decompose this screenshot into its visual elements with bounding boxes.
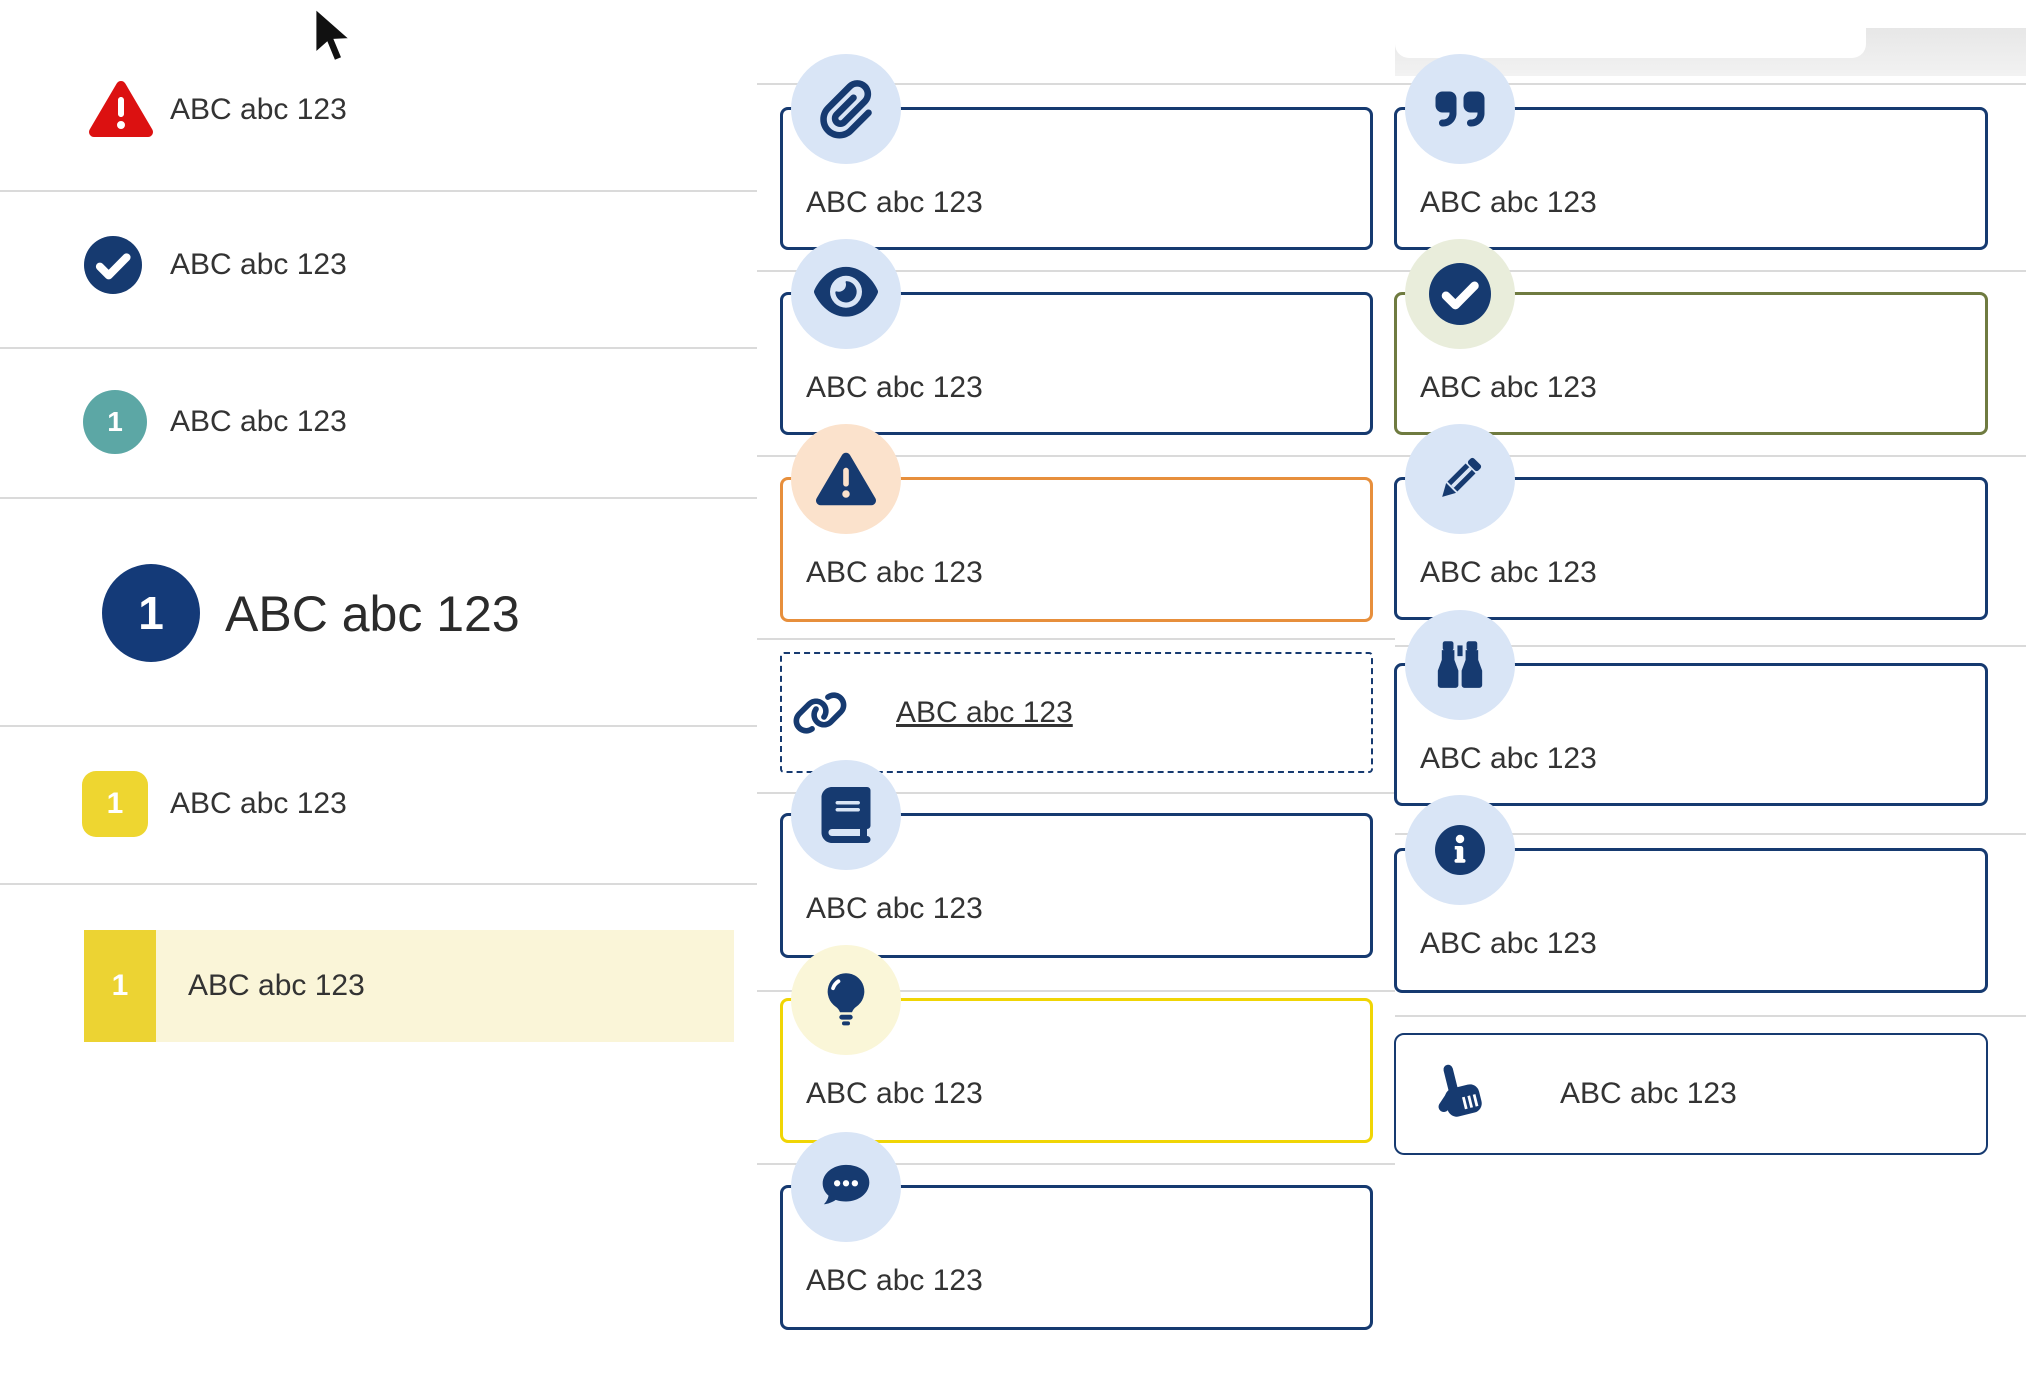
card-label: ABC abc 123: [1420, 186, 1597, 219]
card-label: ABC abc 123: [1420, 927, 1597, 960]
warning-triangle-icon: [791, 424, 901, 534]
divider: [757, 990, 1395, 992]
hand-point-up-icon: [1428, 1058, 1496, 1130]
divider: [1395, 83, 2026, 85]
divider: [0, 190, 757, 192]
list-item-label: ABC abc 123: [170, 405, 347, 438]
list-item-label: ABC abc 123: [170, 248, 347, 281]
comment-dots-icon: [791, 1132, 901, 1242]
badge-number: 1: [138, 587, 164, 639]
card-link-text[interactable]: ABC abc 123: [896, 695, 1073, 729]
list-item-label: ABC abc 123: [188, 969, 365, 1002]
badge-number: 1: [106, 787, 124, 820]
book-icon: [791, 760, 901, 870]
yellow-number-badge: 1: [82, 771, 148, 837]
mouse-cursor: [312, 6, 356, 68]
card-label: ABC abc 123: [806, 556, 983, 589]
check-circle-icon: [1405, 239, 1515, 349]
info-circle-icon: [1405, 795, 1515, 905]
card-label: ABC abc 123: [1420, 371, 1597, 404]
divider: [1395, 455, 2026, 457]
cutoff-panel: [1395, 22, 2026, 76]
pencil-icon: [1405, 424, 1515, 534]
card-label: ABC abc 123: [806, 1077, 983, 1110]
callout-card-success: ABC abc 123: [1394, 292, 1988, 435]
divider: [757, 638, 1395, 640]
list-item-label: ABC abc 123: [170, 787, 347, 820]
card-label: ABC abc 123: [806, 1264, 983, 1297]
highlight-row-background: [156, 930, 734, 1042]
link-icon: [792, 685, 848, 741]
badge-number: 1: [111, 969, 129, 1002]
divider: [1395, 833, 2026, 835]
card-label: ABC abc 123: [806, 186, 983, 219]
teal-number-badge: 1: [83, 390, 147, 454]
badge-number: 1: [107, 406, 123, 437]
paperclip-icon: [791, 54, 901, 164]
binoculars-icon: [1405, 610, 1515, 720]
check-circle-icon: [84, 236, 142, 294]
divider: [1395, 270, 2026, 272]
card-label: ABC abc 123: [1560, 1077, 1737, 1110]
list-item-label: ABC abc 123: [170, 93, 347, 126]
navy-number-badge-large: 1: [102, 564, 200, 662]
divider: [0, 497, 757, 499]
lightbulb-icon: [791, 945, 901, 1055]
callout-card-action: ABC abc 123: [1394, 1033, 1988, 1155]
divider: [757, 1163, 1395, 1165]
quote-icon: [1405, 54, 1515, 164]
divider: [757, 455, 1395, 457]
divider: [757, 270, 1395, 272]
divider: [0, 347, 757, 349]
yellow-number-badge: 1: [84, 930, 156, 1042]
card-label: ABC abc 123: [806, 371, 983, 404]
card-label: ABC abc 123: [806, 892, 983, 925]
card-label: ABC abc 123: [1420, 556, 1597, 589]
divider: [0, 883, 757, 885]
eye-icon: [791, 239, 901, 349]
divider: [757, 792, 1395, 794]
card-label: ABC abc 123: [1420, 742, 1597, 775]
divider: [0, 725, 757, 727]
cutoff-panel-inner: [1395, 22, 1866, 58]
divider: [757, 83, 1395, 85]
list-item-label: ABC abc 123: [225, 586, 520, 642]
divider: [1395, 1015, 2026, 1017]
warning-triangle-icon: [88, 77, 154, 141]
callout-card-link: ABC abc 123: [780, 652, 1373, 773]
divider: [1395, 645, 2026, 647]
